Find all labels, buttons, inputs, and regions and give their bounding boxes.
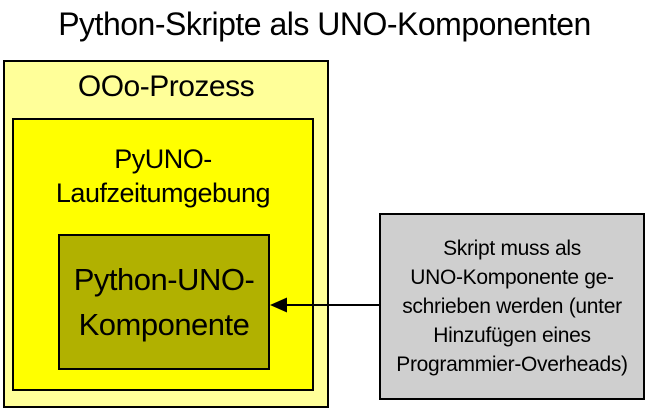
annotation-line4: Hinzufügen eines <box>433 324 591 347</box>
pyuno-runtime-label-line2: Laufzeitumgebung <box>55 178 271 208</box>
annotation-line1: Skript muss als <box>443 237 581 260</box>
pyuno-runtime-label: PyUNO- Laufzeitumgebung <box>14 142 312 210</box>
pyuno-runtime-label-line1: PyUNO- <box>114 144 212 174</box>
annotation-line3: schrieben werden (unter <box>402 295 622 318</box>
ooo-process-label: OOo-Prozess <box>77 70 255 103</box>
annotation-note-box: Skript muss als UNO-Komponente ge- schri… <box>379 213 645 400</box>
diagram-title: Python-Skripte als UNO-Komponenten <box>58 6 591 42</box>
annotation-line2: UNO-Komponente ge- <box>410 266 614 289</box>
python-uno-component-label-line2: Komponente <box>78 307 250 342</box>
annotation-line5: Programmier-Overheads) <box>396 353 628 376</box>
python-uno-component-box: Python-UNO- Komponente <box>58 234 270 370</box>
python-uno-component-label-line1: Python-UNO- <box>73 262 255 297</box>
